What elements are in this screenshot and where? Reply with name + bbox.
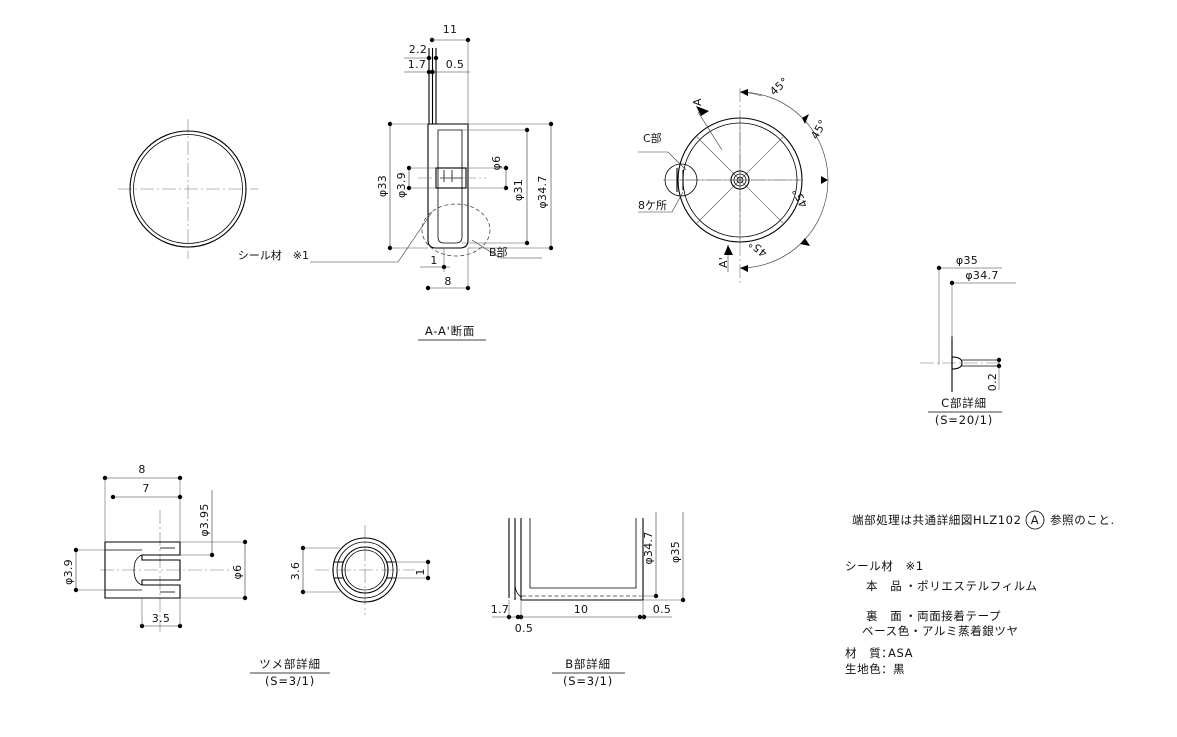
note-line-1-tail: 参照のこと. <box>1050 513 1115 527</box>
dim-top-0-5: 0.5 <box>446 58 464 71</box>
dim-right-phi6: φ6 <box>490 156 503 171</box>
notes-block: 端部処理は共通詳細図HLZ102 A 参照のこと. シール材 ※1 本 品 ・ポ… <box>845 510 1115 676</box>
dim-tsume-3-5: 3.5 <box>152 612 170 625</box>
view-scale-detail-tsume: (S=3/1) <box>265 674 315 688</box>
view-title-detail-tsume: ツメ部詳細 <box>259 657 321 671</box>
section-marker-a: A <box>691 98 704 106</box>
dim-left-phi33: φ33 <box>376 175 389 197</box>
detail-b-group: 1.7 0.5 10 0.5 φ34.7 φ35 B部詳細 (S=3/1) <box>491 512 686 688</box>
dim-tsume-phi6: φ6 <box>231 565 244 580</box>
label-seal-material: シール材 ※1 <box>238 248 309 262</box>
dim-tsume-8: 8 <box>138 463 145 476</box>
note-color-label: 生地色： <box>845 662 893 676</box>
front-view-group <box>118 119 258 259</box>
note-seal-line2-label: 裏 面 <box>866 609 902 623</box>
label-eight-places: 8ケ所 <box>638 199 667 212</box>
dim-right-phi34-7: φ34.7 <box>536 175 549 208</box>
dim-detail-c-phi35: φ35 <box>956 254 978 267</box>
view-title-detail-c: C部詳細 <box>941 396 987 410</box>
dim-tsume-7: 7 <box>142 482 149 495</box>
note-material-label: 材 質： <box>845 646 893 660</box>
dim-detail-b-0-5-left: 0.5 <box>515 622 533 635</box>
section-aa-group: 11 2.2 1.7 0.5 φ33 φ3.9 φ6 <box>238 23 554 341</box>
dim-detail-b-1-7: 1.7 <box>491 603 509 616</box>
label-part-c: C部 <box>643 131 662 145</box>
note-seal-line3: ベース色・アルミ蒸着銀ツヤ <box>862 624 1019 638</box>
dim-tsume-phi3-95: φ3.95 <box>198 503 211 536</box>
angle-label-1: 45° <box>767 75 791 98</box>
angle-label-3: 45° <box>790 186 811 210</box>
dim-left-phi3-9: φ3.9 <box>395 172 408 198</box>
view-title-section-aa: A-A'断面 <box>425 324 475 338</box>
note-material-value: ASA <box>888 646 913 660</box>
detail-ring-group: 3.6 1 <box>289 525 431 615</box>
view-title-detail-b: B部詳細 <box>565 657 611 671</box>
angle-label-2: 45° <box>808 117 829 141</box>
dim-ring-1: 1 <box>414 568 427 575</box>
dim-detail-b-phi34-7: φ34.7 <box>642 531 655 564</box>
note-color-value: 黒 <box>893 662 905 676</box>
view-scale-detail-b: (S=3/1) <box>563 674 613 688</box>
angle-label-4: 45° <box>746 237 770 260</box>
plan-view-group: 45° 45° 45° 45° C部 8ケ所 A A' <box>638 75 830 283</box>
note-seal-heading: シール材 ※1 <box>845 559 924 573</box>
dim-detail-b-10: 10 <box>574 603 589 616</box>
note-seal-line2-value: ・両面接着テープ <box>905 609 1001 623</box>
detail-tsume-group: 8 7 φ3.95 φ6 φ3.9 3.5 ツメ部詳細 <box>62 463 330 688</box>
dim-ring-3-6: 3.6 <box>289 562 302 580</box>
dim-right-phi31: φ31 <box>512 179 525 201</box>
note-seal-line1-label: 本 品 <box>866 579 902 593</box>
dim-bottom-8: 8 <box>444 275 451 288</box>
dim-top-11: 11 <box>443 23 458 36</box>
section-marker-a-prime: A' <box>717 257 730 268</box>
note-seal-line1-value: ・ポリエステルフィルム <box>905 579 1038 593</box>
label-part-b: B部 <box>489 245 508 259</box>
detail-c-group: φ35 φ34.7 0.2 C部詳細 (S=20/1) <box>920 254 1016 427</box>
dim-bottom-1: 1 <box>430 254 437 267</box>
note-circle-a: A <box>1031 513 1039 527</box>
dim-tsume-phi3-9: φ3.9 <box>62 559 75 585</box>
dim-detail-c-phi34-7: φ34.7 <box>965 269 998 282</box>
dim-top-1-7: 1.7 <box>408 58 426 71</box>
dim-detail-c-0-2: 0.2 <box>986 373 999 391</box>
view-scale-detail-c: (S=20/1) <box>935 413 993 427</box>
dim-detail-b-phi35: φ35 <box>669 541 682 563</box>
note-line-1: 端部処理は共通詳細図HLZ102 <box>852 513 1021 527</box>
dim-detail-b-0-5-right: 0.5 <box>653 603 671 616</box>
dim-top-2-2: 2.2 <box>409 43 427 56</box>
